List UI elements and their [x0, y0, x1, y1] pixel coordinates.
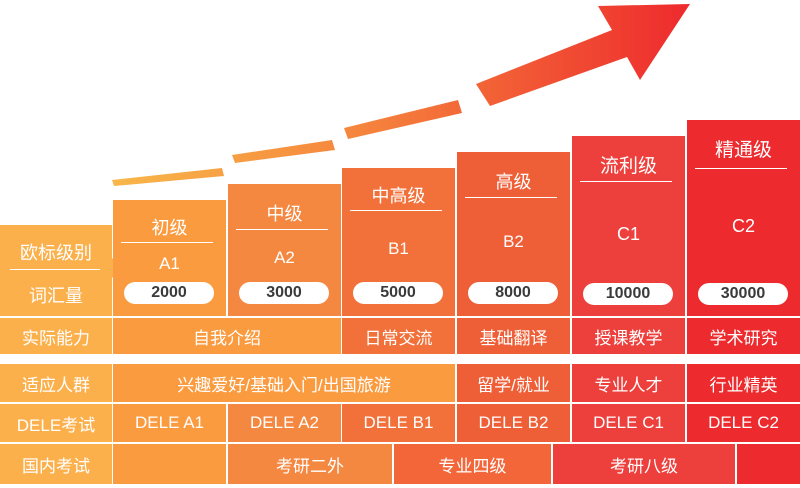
- header-column: 欧标级别 词汇量: [0, 225, 112, 316]
- growth-trend-arrow: [112, 4, 690, 186]
- level-divider: [121, 242, 213, 243]
- level-code: B2: [503, 232, 524, 251]
- vocab-badge: 3000: [239, 282, 329, 304]
- dele-c1: DELE C1: [572, 404, 685, 442]
- vocab-badge: 5000: [353, 282, 443, 304]
- level-code: B1: [388, 239, 409, 258]
- level-divider: [236, 229, 328, 230]
- row-label-dele: DELE考试: [0, 404, 112, 442]
- level-code: C1: [616, 224, 640, 244]
- level-name: 精通级: [714, 140, 772, 161]
- arrow-segment-1: [112, 168, 224, 186]
- level-column-c2: 精通级 C2 30000: [687, 120, 800, 316]
- dele-b1: DELE B1: [342, 404, 455, 442]
- level-divider: [695, 168, 787, 169]
- vocab-badge: 8000: [468, 282, 558, 304]
- arrow-segment-4-head: [476, 4, 690, 106]
- level-column-b2: 高级 B2 8000: [457, 152, 570, 316]
- level-column-a1: 初级 A1 2000: [113, 200, 226, 316]
- vocab-badge: 10000: [583, 283, 673, 305]
- arrow-segment-2: [232, 140, 335, 163]
- level-divider: [580, 181, 672, 182]
- level-name: 初级: [151, 218, 188, 238]
- domestic-kaoyan-2nd-foreign: 考研二外: [228, 444, 392, 484]
- ability-b1: 日常交流: [342, 318, 455, 354]
- dele-b2: DELE B2: [457, 404, 570, 442]
- domestic-empty-c2: [737, 444, 800, 484]
- level-divider: [350, 210, 442, 211]
- level-column-a2: 中级 A2 3000: [228, 184, 341, 316]
- arrow-segment-3: [344, 100, 462, 139]
- level-column-c1: 流利级 C1 10000: [572, 136, 685, 316]
- level-code: C2: [731, 216, 755, 236]
- level-column-b1: 中高级 B1 5000: [342, 168, 455, 316]
- level-header-label: 欧标级别: [20, 243, 92, 263]
- domestic-tem4: 专业四级: [394, 444, 551, 484]
- row-label-domestic: 国内考试: [0, 444, 112, 484]
- ability-c1: 授课教学: [572, 318, 685, 354]
- level-name: 流利级: [599, 156, 657, 177]
- audience-a1-b1: 兴趣爱好/基础入门/出国旅游: [113, 364, 455, 402]
- row-label-ability: 实际能力: [0, 318, 112, 354]
- audience-c2: 行业精英: [687, 364, 800, 402]
- header-divider: [10, 269, 100, 270]
- dele-a1: DELE A1: [113, 404, 226, 442]
- level-name: 高级: [495, 172, 532, 192]
- level-code: A2: [274, 248, 295, 267]
- domestic-kaoyan-tem8: 考研八级: [553, 444, 735, 484]
- audience-b2: 留学/就业: [457, 364, 570, 402]
- level-name: 中级: [266, 204, 303, 224]
- ability-c2: 学术研究: [687, 318, 800, 354]
- domestic-empty-a1: [113, 444, 226, 484]
- ability-b2: 基础翻译: [457, 318, 570, 354]
- ability-a1-a2: 自我介绍: [113, 318, 341, 354]
- dele-c2: DELE C2: [687, 404, 800, 442]
- vocab-badge: 2000: [124, 282, 214, 304]
- audience-c1: 专业人才: [572, 364, 685, 402]
- level-divider: [465, 197, 557, 198]
- level-name: 中高级: [371, 186, 426, 206]
- row-label-audience: 适应人群: [0, 364, 112, 402]
- vocab-header-label: 词汇量: [29, 286, 83, 306]
- vocab-badge: 30000: [698, 283, 788, 305]
- level-code: A1: [159, 254, 180, 273]
- dele-a2: DELE A2: [228, 404, 341, 442]
